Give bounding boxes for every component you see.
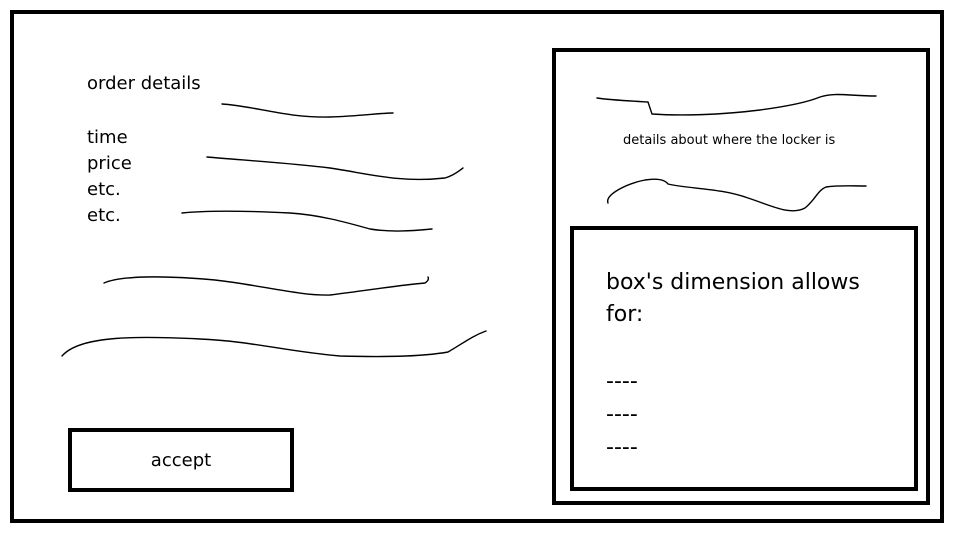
box-dimension-panel [570,226,918,491]
box-dimension-item: ---- [606,369,638,394]
order-field-etc: etc. [87,205,121,226]
order-field-etc: etc. [87,179,121,200]
order-field-time: time [87,127,128,148]
locker-location-text: details about where the locker is [623,133,836,148]
order-field-price: price [87,153,132,174]
box-dimension-item: ---- [606,435,638,460]
locker-panel [552,48,930,505]
box-dimension-title: box's dimension allows for: [606,270,860,327]
order-details-title: order details [87,73,201,94]
order-fields-list: time price etc. etc. [87,125,132,229]
box-dimension-item: ---- [606,402,638,427]
accept-button[interactable]: accept [68,428,294,492]
box-dimension-list: ---- ---- ---- [606,365,638,464]
mockup-frame [10,10,944,523]
